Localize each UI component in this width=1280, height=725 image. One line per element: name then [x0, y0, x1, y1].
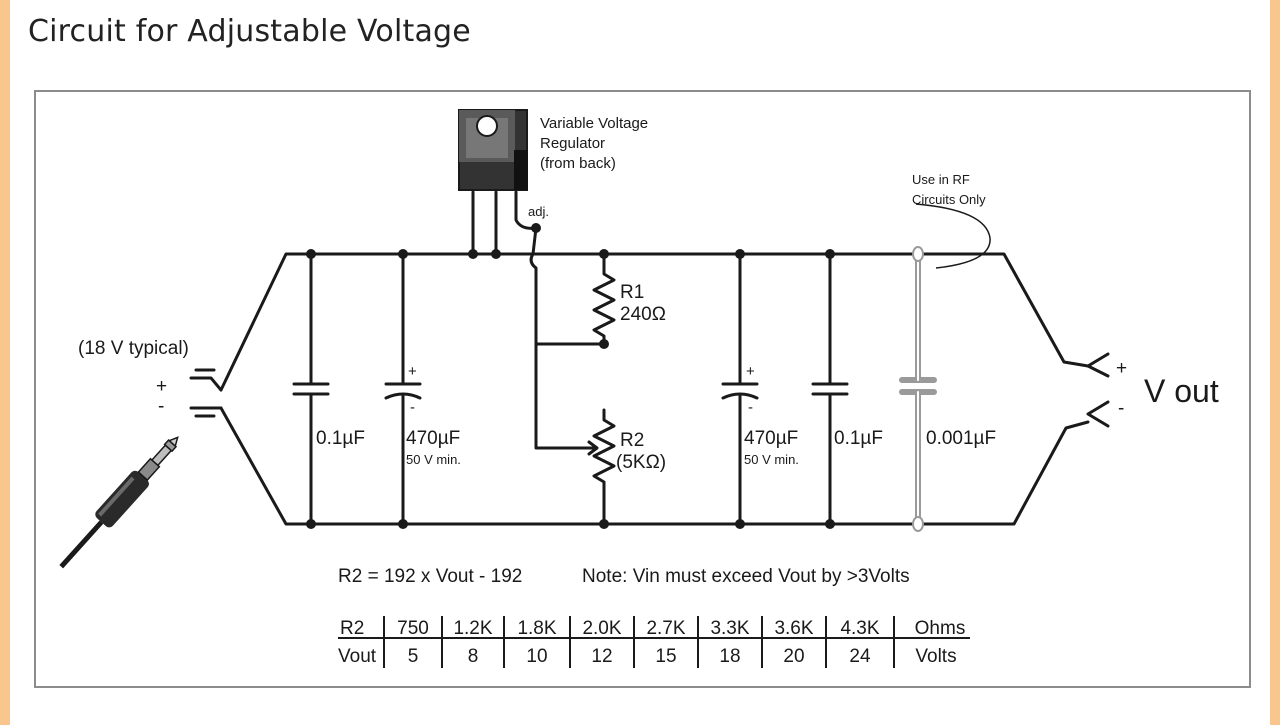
c2-plates	[384, 382, 422, 400]
table-r2-cell: 1.2K	[453, 618, 492, 639]
table-vout-cell: 5	[408, 646, 419, 667]
junction-dot	[912, 246, 924, 262]
c1-value: 0.1µF	[316, 428, 365, 449]
junction-dot	[398, 249, 408, 259]
junction-dot	[825, 249, 835, 259]
r2-value: (5KΩ)	[616, 452, 666, 473]
rf-note-line2: Circuits Only	[912, 192, 986, 207]
junction-dot	[306, 519, 316, 529]
table-vout-header: Vout	[338, 646, 377, 667]
table-r2-cell: 750	[397, 618, 429, 639]
input-jack-plus	[189, 376, 223, 392]
output-plus-terminal	[1086, 352, 1110, 378]
c3-plus-sign: +	[746, 363, 755, 380]
regulator-label-line3: (from back)	[540, 155, 616, 172]
c4-plates	[811, 382, 849, 396]
rf-note-line1: Use in RF	[912, 172, 970, 187]
vin-note: Note: Vin must exceed Vout by >3Volts	[582, 566, 910, 587]
input-jack-body	[194, 368, 216, 418]
r2-formula: R2 = 192 x Vout - 192	[338, 566, 522, 587]
c2-value: 470µF	[406, 428, 460, 449]
output-minus-sign: -	[1118, 398, 1124, 419]
junction-dot	[531, 223, 541, 233]
junction-dot	[491, 249, 501, 259]
bottom-rail	[219, 406, 1090, 526]
c3-minus-sign: -	[748, 399, 753, 416]
table-vout-cell: 12	[591, 646, 612, 667]
table-r2-unit: Ohms	[915, 618, 966, 639]
regulator-package	[458, 109, 528, 191]
table-vout-cell: 24	[849, 646, 871, 667]
c3-value: 470µF	[744, 428, 798, 449]
table-r2-cell: 3.6K	[774, 618, 813, 639]
adj-label: adj.	[528, 204, 549, 219]
adj-to-r2	[534, 342, 586, 450]
r1-resistor	[592, 252, 616, 346]
c2-rating: 50 V min.	[406, 452, 461, 467]
r1-value: 240Ω	[620, 304, 666, 325]
input-minus-sign: -	[158, 396, 164, 417]
output-plus-sign: +	[1116, 358, 1127, 379]
r1-name: R1	[620, 282, 644, 303]
r2-name: R2	[620, 430, 644, 451]
table-r2-cell: 1.8K	[517, 618, 556, 639]
c2-plus-sign: +	[408, 363, 417, 380]
r2-vout-table: R2 Vout 750 1.2K 1.8K 2.0K 2.7K 3.3K 3.6…	[338, 616, 970, 668]
c4-value: 0.1µF	[834, 428, 883, 449]
table-vout-unit: Volts	[915, 646, 956, 667]
r2-wiper-arrow	[582, 440, 599, 456]
table-r2-cell: 2.7K	[646, 618, 685, 639]
junction-dot	[468, 249, 478, 259]
table-r2-cell: 3.3K	[710, 618, 749, 639]
junction-dot	[599, 249, 609, 259]
table-r2-cell: 4.3K	[840, 618, 879, 639]
input-voltage-label: (18 V typical)	[78, 338, 189, 359]
junction-dot	[306, 249, 316, 259]
adj-wire	[529, 226, 606, 346]
junction-dot	[398, 519, 408, 529]
table-vout-cell: 15	[655, 646, 676, 667]
table-vout-cell: 18	[719, 646, 740, 667]
r2-resistor	[592, 408, 616, 526]
junction-dot	[735, 249, 745, 259]
output-minus-terminal	[1086, 400, 1110, 428]
page-title: Circuit for Adjustable Voltage	[28, 14, 471, 49]
c3-plates	[721, 382, 759, 400]
junction-dot	[735, 519, 745, 529]
top-rail	[219, 252, 1090, 392]
table-vout-cell: 20	[783, 646, 804, 667]
table-r2-header: R2	[340, 618, 364, 639]
circuit-schematic: Variable Voltage Regulator (from back) a…	[59, 109, 1219, 668]
output-voltage-label: V out	[1144, 373, 1219, 409]
rf-note-pointer	[915, 203, 991, 269]
junction-dot	[825, 519, 835, 529]
c1-plates	[292, 382, 330, 396]
c5-value: 0.001µF	[926, 428, 996, 449]
input-plus-sign: +	[156, 376, 167, 397]
junction-dot	[599, 519, 609, 529]
c2-minus-sign: -	[410, 399, 415, 416]
input-plug	[59, 436, 179, 569]
table-vout-cell: 10	[526, 646, 547, 667]
table-r2-cell: 2.0K	[582, 618, 621, 639]
table-vout-cell: 8	[468, 646, 479, 667]
junction-dot	[599, 339, 609, 349]
c3-rating: 50 V min.	[744, 452, 799, 467]
regulator-label-line1: Variable Voltage	[540, 115, 648, 132]
regulator-label-line2: Regulator	[540, 135, 605, 152]
junction-dot	[912, 516, 924, 532]
circuit-figure: Variable Voltage Regulator (from back) a…	[34, 90, 1251, 688]
